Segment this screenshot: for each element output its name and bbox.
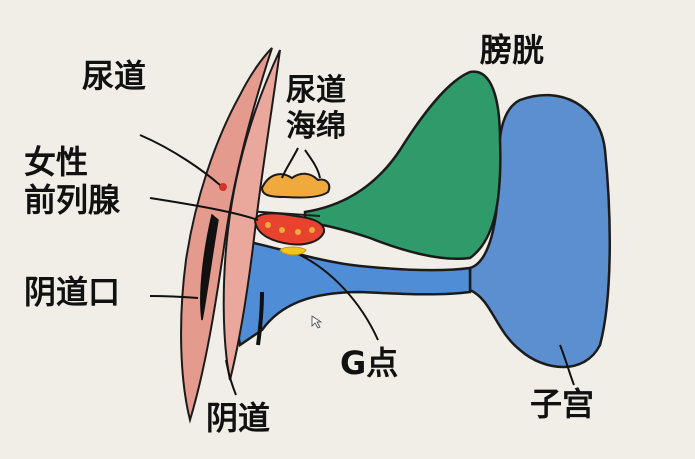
leader-g-spot [299, 254, 379, 341]
label-uterus: 子宫 [530, 385, 595, 423]
prostate-gland-dot [279, 227, 285, 233]
urethral-sponge-shape [260, 172, 331, 199]
g-spot-shape [279, 246, 307, 256]
leader-urethral-sponge-2 [304, 149, 321, 179]
leader-uterus [559, 344, 575, 386]
leader-urethral-sponge [281, 147, 299, 179]
leader-urethra [139, 134, 221, 186]
label-urethral-sponge-line2: 海绵 [286, 109, 346, 144]
prostate-gland-dot [309, 227, 315, 233]
label-female-prostate-line2: 前列腺 [24, 181, 121, 219]
vaginal-canal-shape [230, 236, 472, 348]
cursor-mark [311, 315, 323, 329]
label-vaginal-opening: 阴道口 [24, 273, 121, 311]
label-bladder: 膀胱 [480, 31, 545, 69]
bladder-shape [303, 70, 502, 260]
label-g-spot: G点 [340, 344, 399, 382]
prostate-gland-dot [265, 222, 271, 228]
leader-vaginal-opening [149, 295, 199, 299]
label-urethra: 尿道 [82, 57, 147, 95]
label-urethral-sponge-line1: 尿道 [286, 73, 346, 108]
prostate-gland-dot [295, 229, 301, 235]
vaginal-opening-shape [200, 213, 219, 321]
urethral-opening-dot [219, 183, 227, 191]
vaginal-entrance-mark [256, 291, 264, 346]
label-vagina: 阴道 [206, 399, 271, 437]
female-prostate-shape [253, 212, 326, 246]
leader-vagina [225, 359, 237, 396]
label-female-prostate-line1: 女性 [24, 143, 89, 181]
leader-female-prostate [149, 197, 259, 221]
